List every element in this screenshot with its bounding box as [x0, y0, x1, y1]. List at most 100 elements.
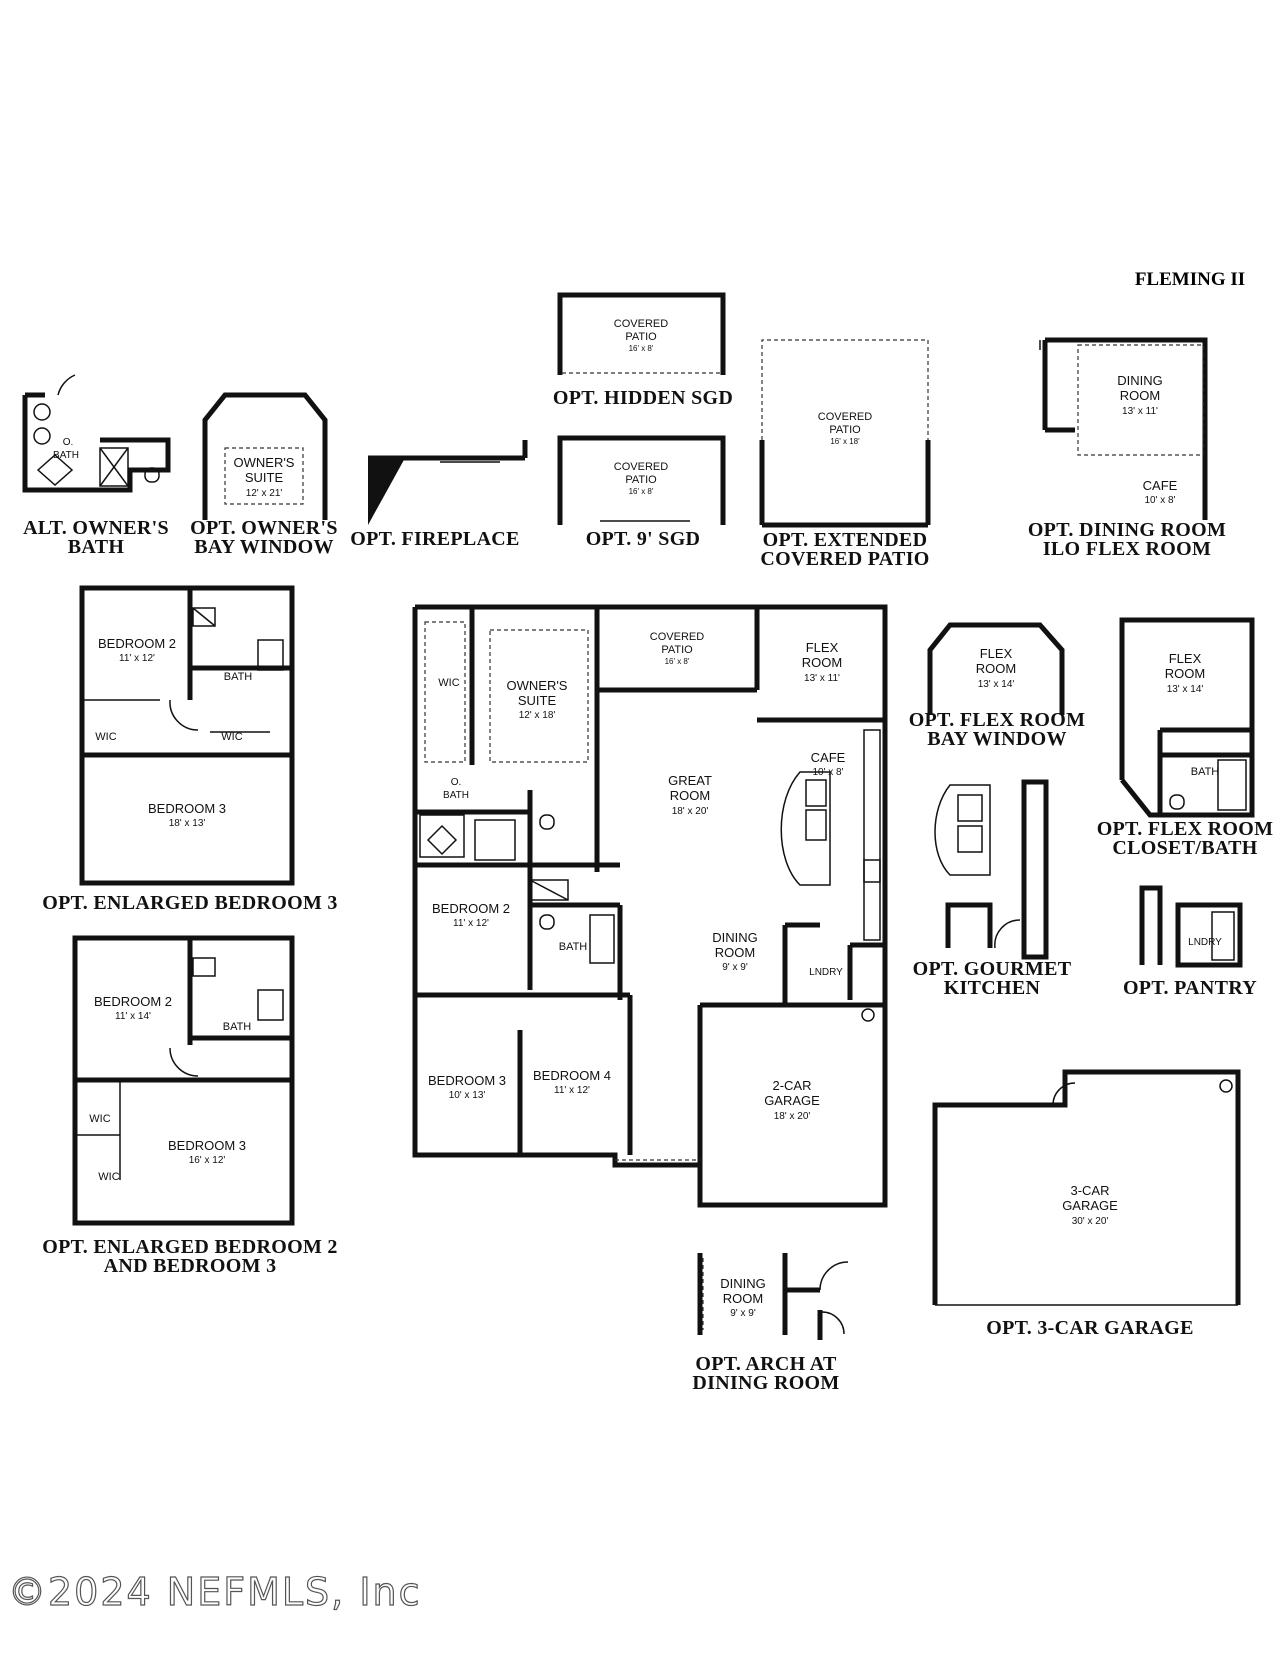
svg-text:16' x 8': 16' x 8' [629, 487, 654, 496]
extended-patio-diagram: COVERED PATIO 16' x 18' [759, 339, 931, 528]
svg-text:11' x 12': 11' x 12' [119, 653, 155, 664]
svg-text:9' x 9': 9' x 9' [730, 1308, 756, 1319]
svg-text:DINING: DINING [1117, 373, 1163, 388]
svg-text:ROOM: ROOM [1120, 388, 1160, 403]
svg-text:11' x 14': 11' x 14' [115, 1011, 151, 1022]
label-dining-ilo: OPT. DINING ROOM [1028, 519, 1226, 541]
label-fireplace: OPT. FIREPLACE [350, 528, 519, 550]
label-arch-2: DINING ROOM [692, 1372, 839, 1394]
three-car-garage-diagram: 3-CAR GARAGE 30' x 20' [932, 1069, 1241, 1306]
svg-text:16' x 18': 16' x 18' [830, 437, 860, 446]
svg-text:DINING: DINING [712, 930, 758, 945]
svg-text:12' x 21': 12' x 21' [246, 488, 283, 499]
svg-text:9' x 9': 9' x 9' [722, 962, 748, 973]
label-owners-bay: OPT. OWNER'S [190, 517, 338, 539]
svg-text:OWNER'S: OWNER'S [507, 678, 568, 693]
svg-text:WIC: WIC [95, 731, 116, 743]
svg-text:OWNER'S: OWNER'S [234, 455, 295, 470]
label-9-sgd: OPT. 9' SGD [586, 528, 701, 550]
owners-bay-window-diagram: OWNER'S SUITE 12' x 21' [202, 392, 328, 520]
gourmet-kitchen-diagram [934, 779, 1049, 960]
svg-text:WIC: WIC [221, 731, 242, 743]
svg-text:ROOM: ROOM [715, 945, 755, 960]
svg-text:13' x 11': 13' x 11' [1122, 406, 1158, 417]
svg-text:BEDROOM 3: BEDROOM 3 [428, 1073, 506, 1088]
label-enl-bed23-2: AND BEDROOM 3 [104, 1255, 277, 1277]
pantry-diagram: LNDRY [1139, 885, 1243, 968]
label-pantry: OPT. PANTRY [1123, 977, 1257, 999]
svg-text:COVERED: COVERED [614, 318, 668, 330]
svg-text:13' x 11': 13' x 11' [804, 673, 840, 684]
svg-text:16' x 8': 16' x 8' [665, 657, 690, 666]
svg-text:BEDROOM 3: BEDROOM 3 [168, 1138, 246, 1153]
plan-title: FLEMING II [1135, 269, 1245, 290]
svg-text:COVERED: COVERED [818, 411, 872, 423]
label-flex-bay-2: BAY WINDOW [927, 728, 1067, 750]
svg-text:2-CAR: 2-CAR [772, 1078, 811, 1093]
svg-text:BATH: BATH [559, 941, 588, 953]
svg-text:BATH: BATH [223, 1021, 252, 1033]
svg-text:13' x 14': 13' x 14' [978, 679, 1015, 690]
enlarged-bed3-diagram: BEDROOM 2 11' x 12' BATH WIC WIC BEDROOM… [79, 585, 295, 886]
svg-text:CAFE: CAFE [811, 750, 846, 765]
label-alt-owners-bath-2: BATH [68, 536, 125, 558]
label-enl-bed23: OPT. ENLARGED BEDROOM 2 [42, 1236, 337, 1258]
svg-text:WIC: WIC [89, 1113, 110, 1125]
alt-obath-label2: BATH [53, 450, 79, 461]
label-hidden-sgd: OPT. HIDDEN SGD [553, 387, 733, 409]
label-arch: OPT. ARCH AT [695, 1353, 837, 1375]
svg-text:FLEX: FLEX [806, 640, 839, 655]
svg-text:ROOM: ROOM [723, 1291, 763, 1306]
svg-text:COVERED: COVERED [614, 461, 668, 473]
label-enl-bed3: OPT. ENLARGED BEDROOM 3 [42, 892, 337, 914]
svg-text:BEDROOM 3: BEDROOM 3 [148, 801, 226, 816]
svg-text:18' x 20': 18' x 20' [672, 806, 709, 817]
svg-text:3-CAR: 3-CAR [1070, 1183, 1109, 1198]
svg-text:BEDROOM 2: BEDROOM 2 [98, 636, 176, 651]
fireplace-diagram [368, 440, 528, 525]
label-owners-bay-2: BAY WINDOW [194, 536, 334, 558]
svg-text:18' x 13': 18' x 13' [169, 818, 206, 829]
label-flex-closet-2: CLOSET/BATH [1112, 837, 1257, 859]
svg-text:30' x 20': 30' x 20' [1072, 1216, 1109, 1227]
arch-dining-diagram: DINING ROOM 9' x 9' [697, 1253, 849, 1340]
dining-ilo-flex-diagram: DINING ROOM 13' x 11' CAFE 10' x 8' [1039, 337, 1208, 520]
svg-text:GREAT: GREAT [668, 773, 712, 788]
svg-text:16' x 12': 16' x 12' [189, 1155, 226, 1166]
svg-text:LNDRY: LNDRY [1188, 937, 1222, 948]
svg-text:FLEX: FLEX [1169, 651, 1202, 666]
svg-text:BEDROOM 4: BEDROOM 4 [533, 1068, 611, 1083]
svg-text:DINING: DINING [720, 1276, 766, 1291]
svg-text:10' x 8': 10' x 8' [812, 767, 843, 778]
label-ext-patio: OPT. EXTENDED [763, 529, 928, 551]
label-gourmet-2: KITCHEN [944, 977, 1041, 999]
svg-text:COVERED: COVERED [650, 631, 704, 643]
svg-text:13' x 14': 13' x 14' [1167, 684, 1204, 695]
hidden-sgd-diagram: COVERED PATIO 16' x 8' [557, 292, 726, 375]
svg-text:BEDROOM 2: BEDROOM 2 [432, 901, 510, 916]
svg-text:SUITE: SUITE [245, 470, 284, 485]
svg-text:SUITE: SUITE [518, 693, 557, 708]
svg-text:WIC: WIC [98, 1171, 119, 1183]
svg-text:BATH: BATH [443, 790, 469, 801]
svg-text:11' x 12': 11' x 12' [453, 918, 489, 929]
alt-obath-label: O. [63, 437, 74, 448]
svg-text:GARAGE: GARAGE [1062, 1198, 1118, 1213]
svg-text:BEDROOM 2: BEDROOM 2 [94, 994, 172, 1009]
svg-text:BATH: BATH [224, 671, 253, 683]
svg-text:PATIO: PATIO [625, 474, 657, 486]
label-flex-closet: OPT. FLEX ROOM [1097, 818, 1274, 840]
nine-ft-sgd-diagram: COVERED PATIO 16' x 8' [557, 435, 726, 525]
label-ext-patio-2: COVERED PATIO [760, 548, 929, 570]
svg-text:10' x 8': 10' x 8' [1144, 495, 1175, 506]
svg-text:11' x 12': 11' x 12' [554, 1085, 590, 1096]
flex-bay-diagram: FLEX ROOM 13' x 14' [927, 622, 1065, 715]
svg-text:16' x 8': 16' x 8' [629, 344, 654, 353]
svg-text:FLEX: FLEX [980, 646, 1013, 661]
svg-text:GARAGE: GARAGE [764, 1093, 820, 1108]
alt-owners-bath-diagram: O. BATH [22, 374, 171, 493]
svg-text:O.: O. [451, 777, 462, 788]
copyright-watermark: ©2024 NEFMLS, Inc [8, 1570, 422, 1614]
svg-text:10' x 13': 10' x 13' [449, 1090, 486, 1101]
